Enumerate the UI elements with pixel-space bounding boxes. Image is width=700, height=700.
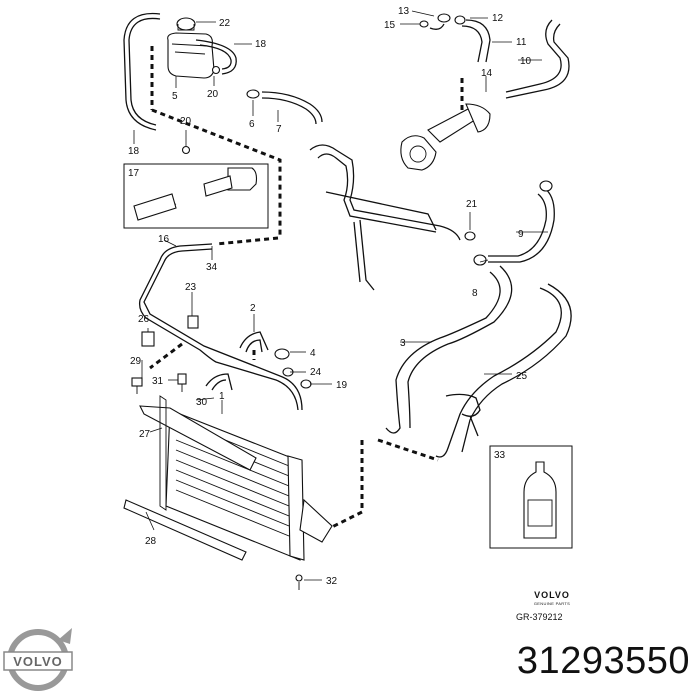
label-14: 14 — [481, 68, 493, 79]
label-19: 19 — [336, 380, 348, 391]
hose-25 — [435, 283, 572, 458]
label-21: 21 — [466, 199, 478, 210]
label-8: 8 — [472, 288, 478, 299]
sensor-box-17 — [123, 163, 269, 229]
hose-11 — [461, 19, 491, 63]
label-3: 3 — [400, 338, 406, 349]
label-1: 1 — [219, 391, 225, 402]
label-12: 12 — [492, 13, 504, 24]
label-31: 31 — [152, 376, 164, 387]
part-number: 31293550 — [516, 640, 690, 682]
label-20-upper: 20 — [207, 89, 219, 100]
expansion-tank — [167, 17, 215, 79]
label-29: 29 — [130, 356, 142, 367]
label-25: 25 — [516, 371, 528, 382]
hose-3 — [385, 265, 513, 434]
volvo-iron-mark-icon: VOLVO — [3, 628, 73, 691]
label-18-lower: 18 — [128, 146, 140, 157]
label-2: 2 — [250, 303, 256, 314]
coolant-pipe-bracket — [309, 144, 461, 291]
label-5: 5 — [172, 91, 178, 102]
hose-30-stub — [205, 373, 233, 391]
label-33: 33 — [494, 450, 506, 461]
reference-code: GR-379212 — [516, 612, 563, 622]
hose-2 — [239, 331, 269, 353]
hose-9 — [488, 180, 555, 263]
brand-wordmark: VOLVO — [534, 590, 570, 600]
label-7: 7 — [276, 124, 282, 135]
hose-16 — [138, 243, 303, 411]
label-4: 4 — [310, 348, 316, 359]
hose-10 — [505, 19, 570, 99]
logo-wordmark: VOLVO — [13, 654, 63, 669]
label-16: 16 — [158, 234, 170, 245]
thermostat-housing — [400, 103, 491, 171]
clamp-6 — [246, 89, 260, 99]
label-10: 10 — [520, 56, 532, 67]
connector-dash-7 — [149, 342, 183, 370]
label-15: 15 — [384, 20, 396, 31]
connector-dash-3 — [215, 236, 279, 246]
strip-28 — [123, 499, 247, 561]
label-34: 34 — [206, 262, 218, 273]
label-11: 11 — [516, 37, 527, 48]
label-6: 6 — [249, 119, 255, 130]
connector-dash-5 — [329, 440, 364, 530]
radiator — [139, 395, 333, 590]
label-30: 30 — [196, 397, 208, 408]
label-9: 9 — [518, 229, 524, 240]
coolant-bottle-box-33 — [489, 445, 573, 549]
connector-dash-6 — [377, 438, 439, 462]
label-17: 17 — [128, 168, 140, 179]
connector-dash-2 — [151, 108, 282, 238]
label-13: 13 — [398, 6, 410, 17]
brand-subline: GENUINE PARTS — [533, 601, 571, 606]
tank-hose-18-upper — [195, 39, 237, 75]
label-27: 27 — [139, 429, 151, 440]
leader-lines — [133, 10, 548, 581]
label-18-upper: 18 — [255, 39, 267, 50]
volvo-genuine-parts-mark: VOLVO GENUINE PARTS — [512, 590, 592, 606]
hose-7 — [261, 91, 323, 125]
hose-18-long — [123, 12, 161, 131]
label-32: 32 — [326, 576, 338, 587]
label-26: 26 — [138, 314, 150, 325]
clamps-20 — [181, 65, 221, 155]
clamps-8-21 — [464, 231, 487, 266]
label-28: 28 — [145, 536, 157, 547]
label-22: 22 — [219, 18, 231, 29]
label-23: 23 — [185, 282, 197, 293]
parts-12-13-15 — [419, 13, 466, 30]
small-parts-23-26-29-31 — [131, 315, 199, 394]
label-24: 24 — [310, 367, 322, 378]
label-20-lower: 20 — [180, 116, 192, 127]
